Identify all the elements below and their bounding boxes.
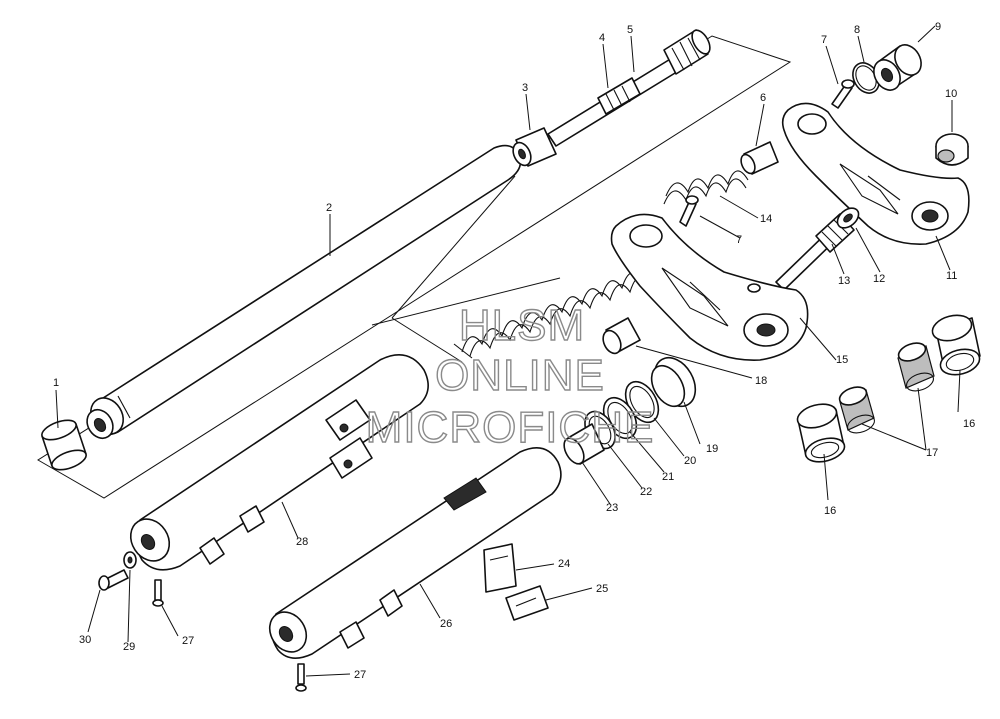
watermark-line-3: MICROFICHE [366,403,655,452]
callout-25: 25 [596,583,608,595]
callout-14: 14 [760,213,772,225]
bolt-part-30 [98,569,129,591]
damper-rod-part-4-5 [547,29,711,147]
fork-slider-part-26 [268,446,562,659]
callout-7-upper: 7 [821,34,827,46]
decal-part-25 [505,585,549,621]
bearing-part-17-lower [838,386,875,434]
callout-13: 13 [838,275,850,287]
callout-24: 24 [558,558,570,570]
watermark-line-1: HLSM [459,301,585,350]
callout-16-upper: 16 [963,418,975,430]
bearing-race-part-16-upper [931,314,981,376]
callout-3: 3 [522,82,528,94]
callout-18: 18 [755,375,767,387]
guide-bushing-part-23 [563,423,605,465]
bearing-race-part-16-lower [796,403,846,463]
washer-part-29 [123,551,137,569]
screw-part-27-upper [152,579,164,607]
bearing-part-17-upper [897,342,935,392]
bolt-part-7-lower [679,195,699,227]
callout-15: 15 [836,354,848,366]
callout-12: 12 [873,273,885,285]
bushing-part-1 [41,419,87,471]
callout-22: 22 [640,486,652,498]
watermark-line-2: ONLINE [435,351,605,400]
screw-part-27-lower [295,663,307,692]
lower-bracket-part-15 [610,213,809,361]
spring-part-14 [663,170,749,205]
callout-26: 26 [440,618,452,630]
callout-7-lower: 7 [736,234,742,246]
callout-30: 30 [79,634,91,646]
callout-11: 11 [946,270,957,282]
callout-4: 4 [599,32,605,44]
upper-bracket-part-11 [781,102,970,245]
callout-19: 19 [706,443,718,455]
callout-labels: 1 2 3 4 5 6 7 7 8 9 10 11 12 13 14 15 16… [53,21,975,681]
seal-part-9 [873,44,922,91]
bushing-part-18 [602,317,641,355]
callout-2: 2 [326,202,332,214]
watermark: HLSM ONLINE MICROFICHE [365,300,655,452]
callout-27-lower: 27 [354,669,366,681]
nut-part-12 [836,207,860,229]
dust-seal-part-19 [650,356,697,408]
spacer-part-3 [512,127,557,167]
callout-16-lower: 16 [824,505,836,517]
decal-part-24 [483,543,517,593]
cap-nut-part-10 [935,133,969,166]
callout-21: 21 [662,471,674,483]
callout-6: 6 [760,92,766,104]
spacer-part-6 [740,141,779,175]
fork-slider-part-28 [129,354,429,571]
leader-lines [55,25,961,677]
callout-17: 17 [926,447,938,459]
callout-1: 1 [53,377,59,389]
callout-29: 29 [123,641,135,653]
callout-9: 9 [935,21,941,33]
callout-10: 10 [945,88,957,100]
callout-5: 5 [627,24,633,36]
callout-8: 8 [854,24,860,36]
callout-20: 20 [684,455,696,467]
callout-23: 23 [606,502,618,514]
bolt-part-7-upper [831,79,855,109]
callout-28: 28 [296,536,308,548]
callout-27-upper: 27 [182,635,194,647]
